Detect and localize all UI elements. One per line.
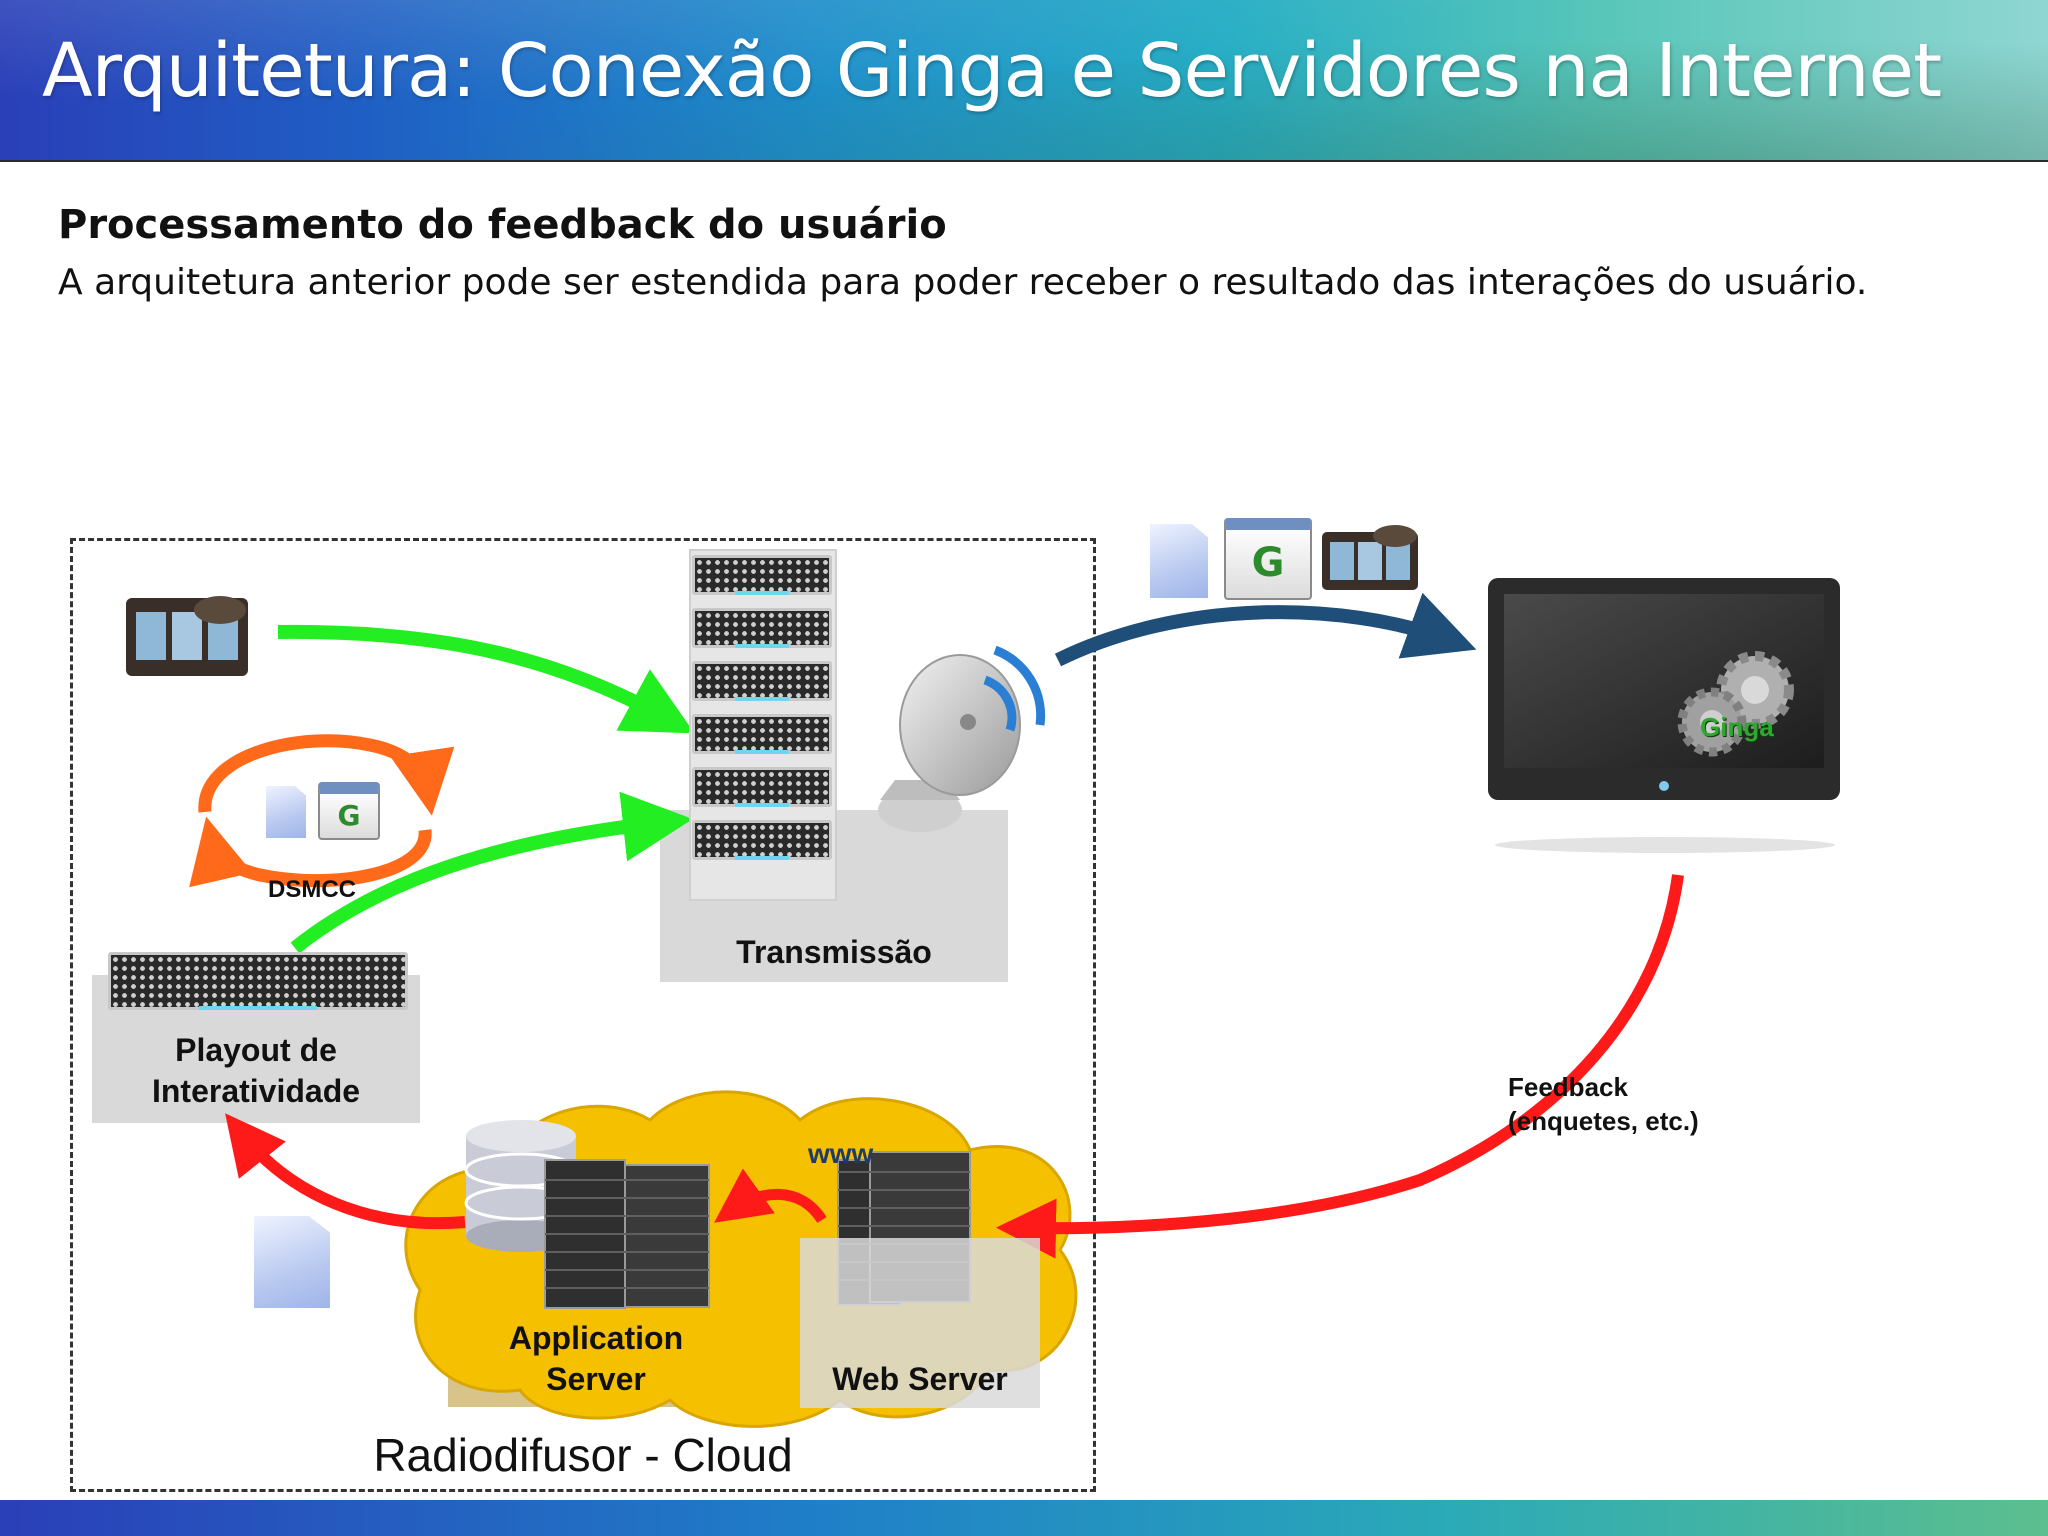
document-icon-dsmcc: [266, 786, 306, 838]
rack-unit-1: [692, 555, 832, 595]
red-arrow-web-to-app: [714, 1168, 827, 1224]
dsmcc-arrow-bottom: [189, 816, 432, 888]
app-server-label-line2: Server: [546, 1361, 646, 1397]
playout-label-line2: Interatividade: [151, 1073, 361, 1109]
document-icon-feedback: [254, 1216, 330, 1308]
web-server-panel: [800, 1238, 1040, 1408]
rack-unit-4: [692, 714, 832, 754]
rack-unit-6: [692, 820, 832, 860]
satellite-dish-icon: [878, 645, 1046, 832]
web-server-label: Web Server: [832, 1361, 1008, 1397]
dsmcc-arrow-top: [198, 734, 455, 816]
red-arrow-app-to-playout: [225, 1113, 466, 1230]
rack-unit-5: [692, 767, 832, 807]
cloud-region-label: Radiodifusor - Cloud: [373, 1429, 793, 1481]
app-server-stack-icon: [544, 1159, 710, 1309]
slide-header: Arquitetura: Conexão Ginga e Servidores …: [0, 0, 2048, 162]
section-heading: Processamento do feedback do usuário: [58, 202, 947, 248]
navy-broadcast-arrow: [1054, 592, 1477, 667]
transmission-label: Transmissão: [736, 934, 932, 970]
rack-unit-3: [692, 661, 832, 701]
video-film-icon: [126, 596, 248, 676]
red-feedback-arrow: [996, 874, 1684, 1259]
rack-unit-2: [692, 608, 832, 648]
video-film-icon-top: [1322, 525, 1418, 590]
app-server-label-line1: Application: [508, 1320, 684, 1356]
g-app-icon-dsmcc: G: [318, 782, 380, 840]
broadcaster-cloud-region: [70, 538, 1096, 1492]
www-label: www: [808, 1138, 874, 1169]
footer-bar: [0, 1500, 2048, 1536]
g-app-icon-top: G: [1224, 518, 1312, 600]
slide-title: Arquitetura: Conexão Ginga e Servidores …: [42, 28, 1942, 114]
document-icon-top: [1150, 524, 1208, 598]
playout-label-line1: Playout de: [175, 1032, 337, 1068]
green-arrow-video: [277, 624, 695, 734]
playout-server-icon: [108, 952, 408, 1010]
green-arrow-playout: [290, 791, 693, 954]
ginga-label: Ginga: [1700, 712, 1774, 742]
feedback-label-line1: Feedback: [1508, 1072, 1628, 1102]
dsmcc-label: DSMCC: [268, 876, 356, 903]
section-body: A arquitetura anterior pode ser estendid…: [58, 262, 1868, 303]
feedback-label-line2: (enquetes, etc.): [1508, 1106, 1699, 1136]
tv-set-icon: [1488, 578, 1840, 853]
